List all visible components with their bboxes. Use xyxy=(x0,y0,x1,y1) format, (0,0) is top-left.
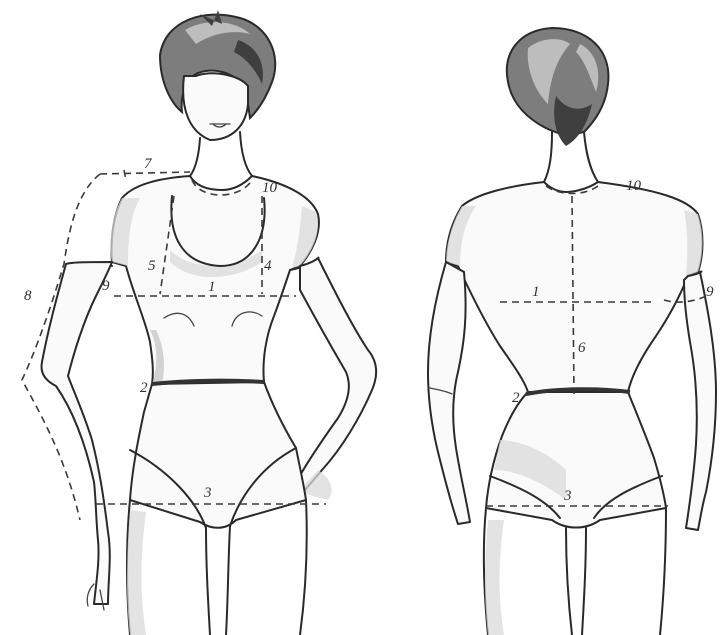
back-label-10: 10 xyxy=(626,178,642,194)
back-label-1: 1 xyxy=(532,284,540,300)
front-label-3: 3 xyxy=(203,485,212,501)
front-label-9: 9 xyxy=(102,278,110,294)
back-label-6: 6 xyxy=(578,340,586,356)
front-label-4: 4 xyxy=(264,258,272,274)
front-label-2: 2 xyxy=(140,380,148,396)
back-label-3: 3 xyxy=(563,488,572,504)
front-label-7: 7 xyxy=(144,156,153,172)
front-label-8: 8 xyxy=(24,288,32,304)
back-label-2: 2 xyxy=(512,390,520,406)
front-label-1: 1 xyxy=(208,279,216,295)
back-label-9: 9 xyxy=(706,284,714,300)
front-figure: 7 8 9 10 1 2 3 5 4 xyxy=(22,10,376,635)
front-label-10: 10 xyxy=(262,180,278,196)
back-figure: 10 1 6 9 2 3 xyxy=(428,28,716,635)
back-hair xyxy=(507,28,609,146)
front-label-5: 5 xyxy=(148,258,156,274)
front-sleeve-top-line xyxy=(100,172,190,174)
